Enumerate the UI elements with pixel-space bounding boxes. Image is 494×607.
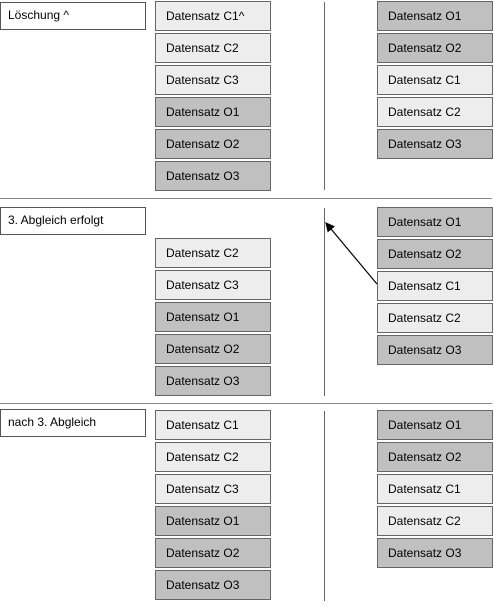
record-box: Datensatz C3	[155, 474, 271, 504]
divider-horizontal	[0, 403, 492, 404]
record-box: Datensatz O1	[377, 1, 493, 31]
record-box: Datensatz C2	[377, 506, 493, 536]
record-box: Datensatz C2	[155, 442, 271, 472]
record-box: Datensatz O3	[377, 335, 493, 365]
record-box: Datensatz O2	[377, 33, 493, 63]
record-box: Datensatz O3	[377, 129, 493, 159]
divider-horizontal	[0, 198, 492, 199]
record-box: Datensatz O1	[377, 207, 493, 237]
record-box: Datensatz C1^	[155, 1, 271, 31]
record-box: Datensatz O1	[155, 97, 271, 127]
record-box: Datensatz O1	[155, 302, 271, 332]
section-title: nach 3. Abgleich	[0, 409, 146, 437]
record-box: Datensatz C1	[377, 474, 493, 504]
record-box: Datensatz O1	[377, 410, 493, 440]
record-box: Datensatz C2	[377, 97, 493, 127]
record-box: Datensatz C2	[377, 303, 493, 333]
record-box: Datensatz O1	[155, 506, 271, 536]
divider-vertical	[324, 411, 325, 601]
divider-vertical	[324, 2, 325, 190]
record-box: Datensatz C1	[377, 271, 493, 301]
section-title: 3. Abgleich erfolgt	[0, 207, 146, 235]
record-box: Datensatz C3	[155, 270, 271, 300]
record-box: Datensatz C1	[155, 410, 271, 440]
arrow-line	[325, 222, 378, 285]
divider-vertical	[324, 208, 325, 396]
record-box: Datensatz C1	[377, 65, 493, 95]
record-box: Datensatz O2	[155, 334, 271, 364]
record-box: Datensatz C2	[155, 238, 271, 268]
record-box: Datensatz O2	[377, 239, 493, 269]
record-box: Datensatz C3	[155, 65, 271, 95]
record-box: Datensatz O2	[155, 538, 271, 568]
record-box: Datensatz O3	[155, 161, 271, 191]
record-box: Datensatz O3	[155, 366, 271, 396]
record-box: Datensatz O2	[155, 129, 271, 159]
section-title: Löschung ^	[0, 2, 146, 30]
record-box: Datensatz O3	[155, 570, 271, 600]
record-box: Datensatz O3	[377, 538, 493, 568]
record-box: Datensatz C2	[155, 33, 271, 63]
record-box: Datensatz O2	[377, 442, 493, 472]
